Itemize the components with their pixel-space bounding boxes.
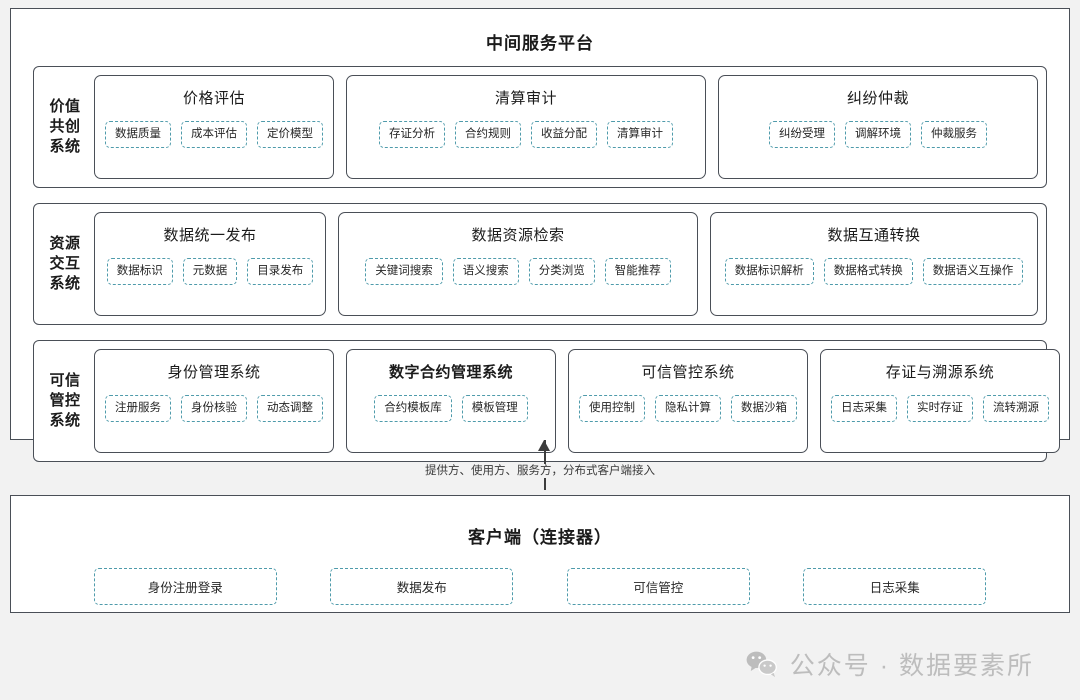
chip-item[interactable]: 注册服务 [105, 395, 171, 422]
row-label-line: 系统 [49, 411, 81, 429]
client-chip-identity-registration[interactable]: 身份注册登录 [93, 568, 277, 605]
module-card-title: 身份管理系统 [167, 364, 261, 381]
chip-item[interactable]: 数据质量 [105, 121, 171, 148]
chip-list: 注册服务 身份核验 动态调整 [105, 395, 323, 422]
chip-item[interactable]: 身份核验 [181, 395, 247, 422]
chip-item[interactable]: 清算审计 [607, 121, 673, 148]
chip-item[interactable]: 数据语义互操作 [922, 258, 1024, 285]
row-label-line: 价值 [49, 98, 81, 116]
chip-item[interactable]: 智能推荐 [604, 258, 671, 285]
row-label-resource-interaction: 资源 交互 系统 [42, 212, 88, 316]
module-card-price-evaluation[interactable]: 价格评估 数据质量 成本评估 定价模型 [94, 75, 334, 179]
chip-item[interactable]: 模板管理 [461, 395, 528, 422]
chip-item[interactable]: 数据格式转换 [823, 258, 913, 285]
chip-item[interactable]: 仲裁服务 [921, 121, 987, 148]
module-card-title: 数据统一发布 [163, 227, 257, 244]
chip-list: 纠纷受理 调解环境 仲裁服务 [729, 121, 1027, 148]
chip-item[interactable]: 关键词搜索 [365, 258, 443, 285]
platform-title: 中间服务平台 [486, 34, 594, 53]
chip-item[interactable]: 日志采集 [831, 395, 897, 422]
module-card-evidence-traceability[interactable]: 存证与溯源系统 日志采集 实时存证 流转溯源 [820, 349, 1060, 453]
module-card-title: 存证与溯源系统 [885, 364, 995, 381]
chip-item[interactable]: 流转溯源 [983, 395, 1049, 422]
arrow-up-icon [538, 440, 550, 451]
chip-item[interactable]: 合约规则 [455, 121, 521, 148]
module-card-title: 数据资源检索 [471, 227, 565, 244]
module-card-trusted-control[interactable]: 可信管控系统 使用控制 隐私计算 数据沙箱 [568, 349, 808, 453]
chip-item[interactable]: 语义搜索 [452, 258, 519, 285]
chip-item[interactable]: 元数据 [182, 258, 238, 285]
chip-item[interactable]: 分类浏览 [528, 258, 595, 285]
chip-item[interactable]: 收益分配 [531, 121, 597, 148]
module-card-identity-management[interactable]: 身份管理系统 注册服务 身份核验 动态调整 [94, 349, 334, 453]
chip-list: 数据质量 成本评估 定价模型 [105, 121, 323, 148]
row-label-line: 资源 [49, 235, 81, 253]
chip-item[interactable]: 目录发布 [247, 258, 314, 285]
client-panel: 客户端（连接器） 身份注册登录 数据发布 可信管控 日志采集 [10, 495, 1070, 613]
chip-list: 数据标识 元数据 目录发布 [105, 258, 315, 285]
module-card-interop-conversion[interactable]: 数据互通转换 数据标识解析 数据格式转换 数据语义互操作 [710, 212, 1038, 316]
chip-item[interactable]: 数据标识 [106, 258, 173, 285]
row-label-line: 可信 [49, 372, 81, 390]
chip-list: 数据标识解析 数据格式转换 数据语义互操作 [721, 258, 1027, 285]
module-card-title: 纠纷仲裁 [846, 90, 909, 107]
module-card-settlement-audit[interactable]: 清算审计 存证分析 合约规则 收益分配 清算审计 [346, 75, 706, 179]
chip-item[interactable]: 使用控制 [579, 395, 645, 422]
module-card-title: 价格评估 [182, 90, 245, 107]
row-label-line: 管控 [49, 392, 81, 410]
chip-item[interactable]: 动态调整 [257, 395, 323, 422]
row-cards: 数据统一发布 数据标识 元数据 目录发布 数据资源检索 关键词搜索 语义搜索 分… [88, 212, 1038, 316]
row-label-line: 系统 [49, 137, 81, 155]
connector-label: 提供方、使用方、服务方，分布式客户端接入 [0, 462, 1080, 478]
chip-list: 合约模板库 模板管理 [357, 395, 545, 422]
chip-item[interactable]: 隐私计算 [655, 395, 721, 422]
row-label-line: 系统 [49, 274, 81, 292]
chip-item[interactable]: 数据标识解析 [724, 258, 814, 285]
watermark: 公众号 · 数据要素所 [746, 646, 1034, 682]
chip-item[interactable]: 实时存证 [907, 395, 973, 422]
client-chip-data-publishing[interactable]: 数据发布 [330, 568, 514, 605]
client-chip-log-collection[interactable]: 日志采集 [803, 568, 987, 605]
chip-item[interactable]: 定价模型 [257, 121, 323, 148]
row-label-trusted-control: 可信 管控 系统 [42, 349, 88, 453]
row-cards: 价格评估 数据质量 成本评估 定价模型 清算审计 存证分析 合约规则 收益分配 … [88, 75, 1038, 179]
module-card-title: 数字合约管理系统 [388, 364, 513, 381]
module-card-title: 清算审计 [494, 90, 557, 107]
client-chip-list: 身份注册登录 数据发布 可信管控 日志采集 [11, 568, 1069, 605]
chip-item[interactable]: 合约模板库 [374, 395, 452, 422]
chip-item[interactable]: 纠纷受理 [769, 121, 835, 148]
client-chip-trusted-control[interactable]: 可信管控 [566, 568, 750, 605]
module-card-unified-publishing[interactable]: 数据统一发布 数据标识 元数据 目录发布 [94, 212, 326, 316]
chip-item[interactable]: 存证分析 [379, 121, 445, 148]
row-group-trusted-control: 可信 管控 系统 身份管理系统 注册服务 身份核验 动态调整 数字合约管理系统 … [33, 340, 1060, 462]
row-cards: 身份管理系统 注册服务 身份核验 动态调整 数字合约管理系统 合约模板库 模板管… [88, 349, 1060, 453]
row-label-line: 共创 [49, 118, 81, 136]
platform-panel: 中间服务平台 价值 共创 系统 价格评估 数据质量 成本评估 定价模型 清算审 [10, 8, 1070, 462]
row-label-value-cocreation: 价值 共创 系统 [42, 75, 88, 179]
chip-item[interactable]: 成本评估 [181, 121, 247, 148]
wechat-icon [746, 651, 777, 678]
module-card-resource-retrieval[interactable]: 数据资源检索 关键词搜索 语义搜索 分类浏览 智能推荐 [338, 212, 698, 316]
row-group-value-cocreation: 价值 共创 系统 价格评估 数据质量 成本评估 定价模型 清算审计 存证分析 [33, 66, 1047, 188]
chip-item[interactable]: 数据沙箱 [731, 395, 797, 422]
module-card-title: 数据互通转换 [827, 227, 921, 244]
chip-list: 使用控制 隐私计算 数据沙箱 [579, 395, 797, 422]
chip-item[interactable]: 调解环境 [845, 121, 911, 148]
connector-label-text: 提供方、使用方、服务方，分布式客户端接入 [417, 464, 663, 478]
chip-list: 存证分析 合约规则 收益分配 清算审计 [357, 121, 695, 148]
module-card-dispute-arbitration[interactable]: 纠纷仲裁 纠纷受理 调解环境 仲裁服务 [718, 75, 1038, 179]
chip-list: 关键词搜索 语义搜索 分类浏览 智能推荐 [349, 258, 687, 285]
row-group-resource-interaction: 资源 交互 系统 数据统一发布 数据标识 元数据 目录发布 数据资源检索 关键词… [33, 203, 1047, 325]
chip-list: 日志采集 实时存证 流转溯源 [831, 395, 1049, 422]
client-title: 客户端（连接器） [468, 528, 612, 547]
row-label-line: 交互 [49, 255, 81, 273]
module-card-digital-contract[interactable]: 数字合约管理系统 合约模板库 模板管理 [346, 349, 556, 453]
connector-group: 提供方、使用方、服务方，分布式客户端接入 [0, 440, 1080, 490]
module-card-title: 可信管控系统 [641, 364, 735, 381]
watermark-text: 公众号 · 数据要素所 [789, 652, 1034, 680]
